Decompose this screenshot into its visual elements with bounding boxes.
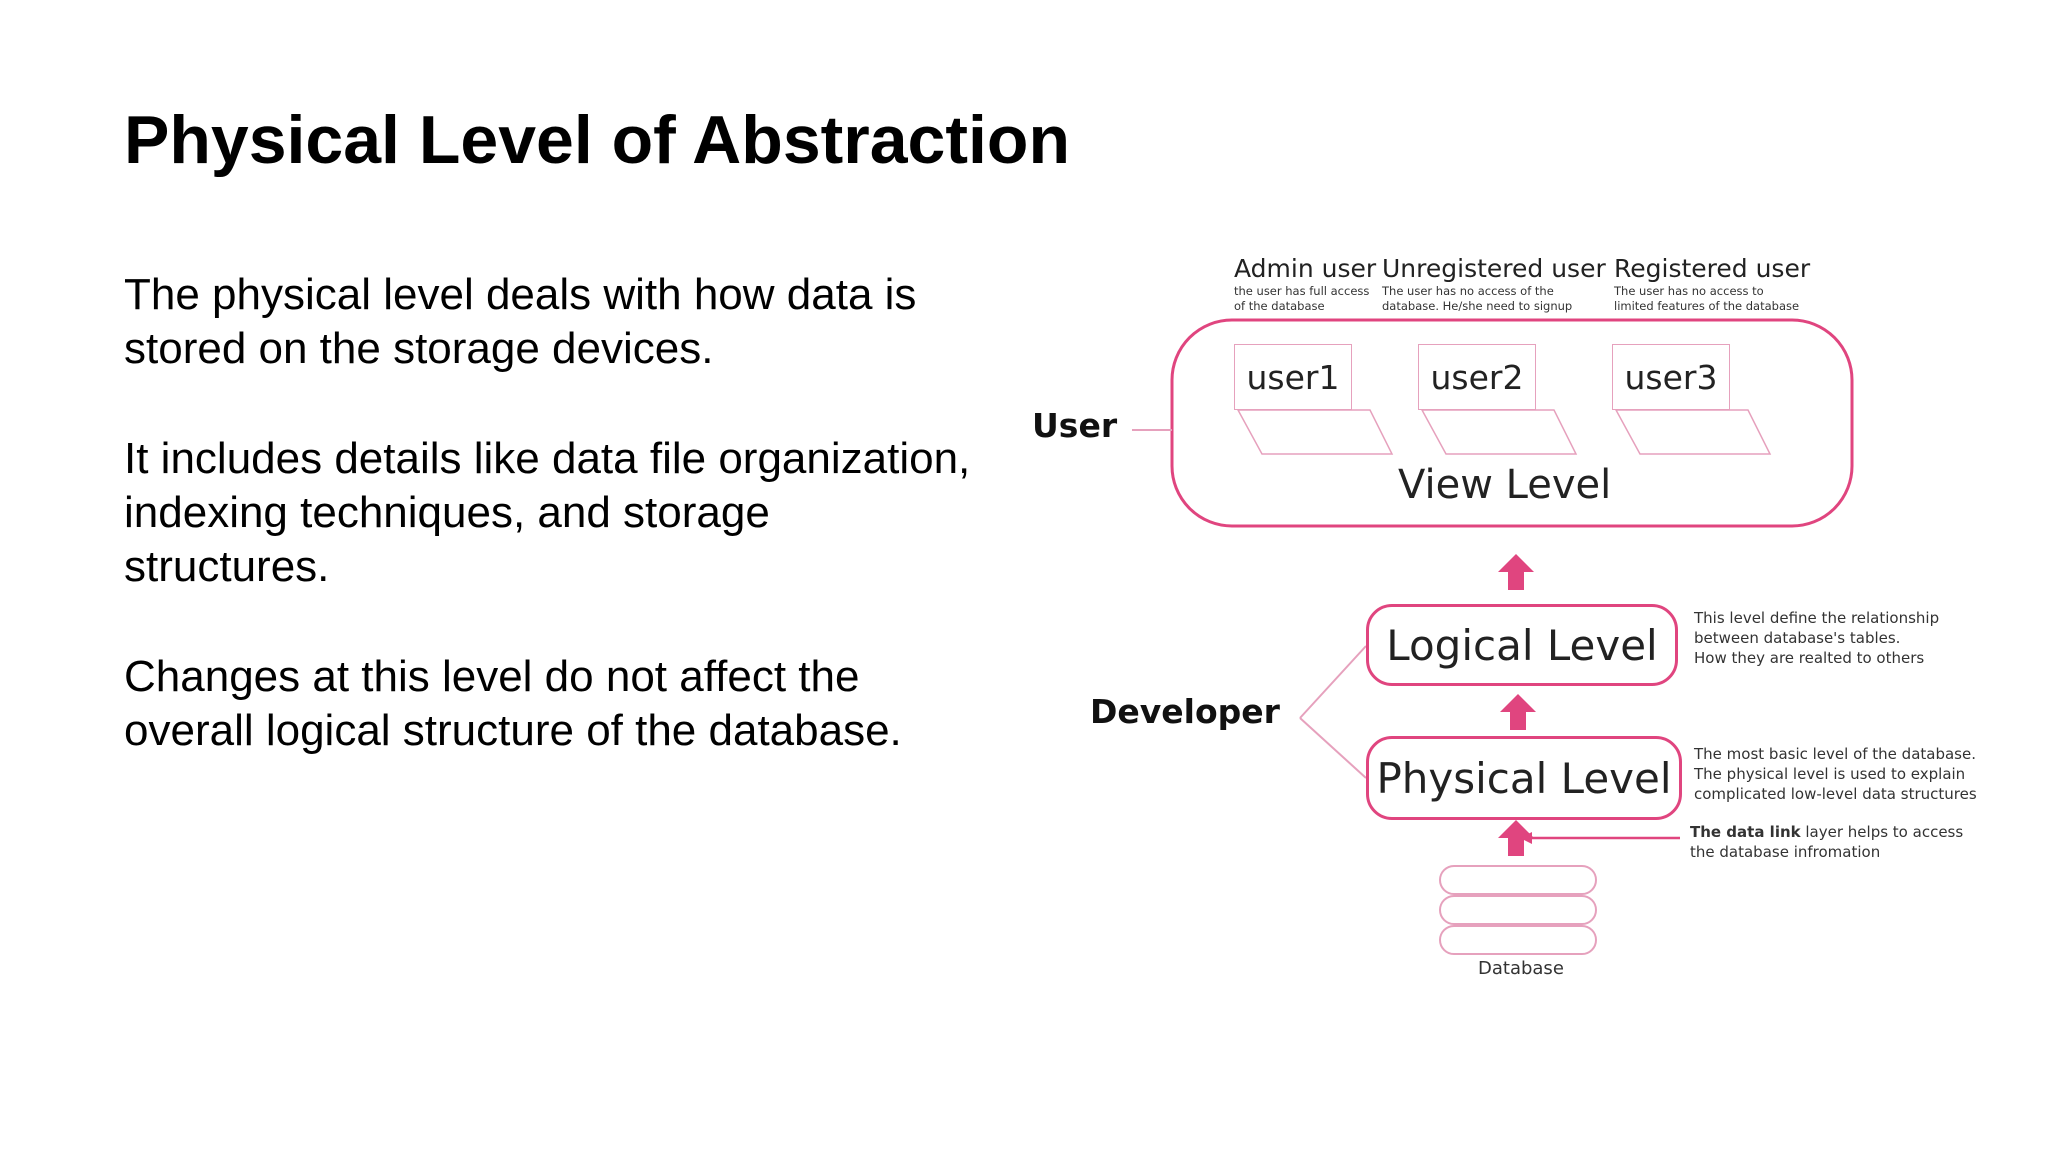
data-link-pointer-head (1520, 832, 1532, 844)
paragraph-changes: Changes at this level do not affect the … (124, 652, 902, 755)
database-disk-3 (1439, 925, 1597, 955)
data-link-note-bold: The data link (1690, 823, 1801, 841)
registered-user-desc: The user has no access to limited featur… (1614, 284, 1800, 313)
unregistered-user-desc: The user has no access of the database. … (1382, 284, 1573, 313)
laptop-base-2 (1420, 409, 1578, 455)
abstraction-diagram: Admin user the user has full access of t… (1020, 248, 2020, 988)
user-role-label: User (1032, 406, 1118, 445)
arrow-up-to-physical (1498, 820, 1534, 856)
slide-title: Physical Level of Abstraction (124, 102, 1070, 178)
registered-user-title: Registered user (1614, 254, 1811, 283)
data-link-note: The data link layer helps to access the … (1690, 822, 1963, 862)
database-disk-2 (1439, 895, 1597, 925)
admin-user-title: Admin user (1234, 254, 1377, 283)
user2-box: user2 (1418, 344, 1536, 410)
paragraph-details: It includes details like data file organ… (124, 434, 971, 591)
data-link-note-rest: layer helps to access the database infro… (1690, 823, 1964, 861)
developer-connector-logical (1299, 645, 1367, 719)
logical-level-box: Logical Level (1366, 604, 1678, 686)
view-level-label: View Level (1398, 462, 1612, 508)
user3-box: user3 (1612, 344, 1730, 410)
physical-level-note: The most basic level of the database. Th… (1694, 745, 1977, 803)
developer-connector-physical (1299, 717, 1367, 779)
laptop-base-1 (1236, 409, 1394, 455)
user1-box: user1 (1234, 344, 1352, 410)
slide-body: The physical level deals with how data i… (124, 268, 1024, 814)
developer-role-label: Developer (1090, 692, 1280, 731)
paragraph-storage: The physical level deals with how data i… (124, 270, 917, 373)
logical-level-note: This level define the relationship betwe… (1694, 609, 1940, 667)
admin-user-desc: the user has full access of the database (1234, 284, 1370, 313)
physical-level-box: Physical Level (1366, 736, 1682, 820)
diagram-shapes (1132, 318, 1854, 955)
database-label: Database (1478, 958, 1564, 979)
view-level-container (1170, 318, 1854, 528)
laptop-base-3 (1614, 409, 1772, 455)
arrow-up-to-view (1498, 554, 1534, 590)
unregistered-user-title: Unregistered user (1382, 254, 1606, 283)
database-disk-1 (1439, 865, 1597, 895)
arrow-up-to-logical (1500, 694, 1536, 730)
